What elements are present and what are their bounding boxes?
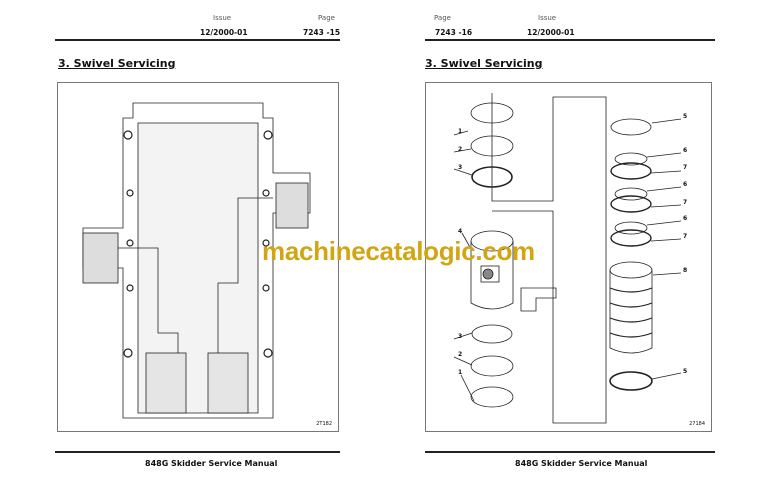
- callout-5-bottom: 5: [683, 368, 688, 375]
- left-page-number: 7243 -15: [303, 28, 341, 37]
- callout-7-b: 7: [683, 199, 688, 206]
- left-figure-id: 2T182: [316, 421, 332, 427]
- callout-7-a: 7: [683, 164, 688, 171]
- swivel-cross-section-drawing: [82, 102, 311, 419]
- callout-3-top: 3: [458, 164, 463, 171]
- callout-5-top: 5: [683, 113, 688, 120]
- callout-2-bottom: 2: [458, 351, 463, 358]
- callout-1-bottom: 1: [458, 369, 463, 376]
- swivel-exploded-view-drawing: [453, 93, 682, 424]
- left-issue-value: 12/2000-01: [200, 28, 248, 37]
- right-page-number: 7243 -16: [435, 28, 473, 37]
- left-footer: 848G Skidder Service Manual: [145, 459, 278, 468]
- right-figure-id: 27184: [689, 421, 705, 427]
- right-issue-label: Issue: [538, 14, 557, 22]
- right-issue-value: 12/2000-01: [527, 28, 575, 37]
- callout-3-bottom: 3: [458, 333, 463, 340]
- header-rule: [425, 39, 715, 41]
- callout-6-c: 6: [683, 215, 688, 222]
- left-section-title: 3. Swivel Servicing: [58, 57, 176, 70]
- footer-rule: [425, 451, 715, 453]
- swivel-exploded-view-figure: 1 2 3 4 3 2 1 5 6 7 6 7 6 7 8 5 27184: [425, 82, 712, 432]
- callout-1-top: 1: [458, 128, 463, 135]
- right-section-title: 3. Swivel Servicing: [425, 57, 543, 70]
- callout-7-c: 7: [683, 233, 688, 240]
- watermark: machinecatalogic.com: [262, 236, 535, 266]
- swivel-cross-section-figure: 2T182: [57, 82, 339, 432]
- right-footer: 848G Skidder Service Manual: [515, 459, 648, 468]
- callout-8: 8: [683, 267, 688, 274]
- header-rule: [55, 39, 340, 41]
- callout-2-top: 2: [458, 146, 463, 153]
- left-issue-label: Issue: [213, 14, 232, 22]
- left-page-label: Page: [318, 14, 335, 22]
- callout-6-b: 6: [683, 181, 688, 188]
- callout-4: 4: [458, 228, 463, 235]
- footer-rule: [55, 451, 340, 453]
- right-page-label: Page: [434, 14, 451, 22]
- callout-6-a: 6: [683, 147, 688, 154]
